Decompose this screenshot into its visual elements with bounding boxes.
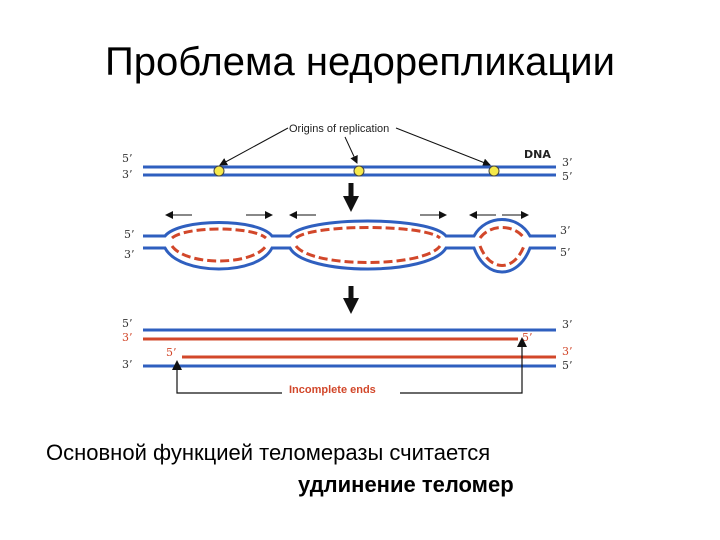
origin-dot-2 bbox=[353, 165, 365, 177]
row3-left-c-label: 3’ bbox=[122, 358, 133, 371]
row1-left-bottom-label: 3’ bbox=[122, 168, 133, 181]
origin-pointer-1 bbox=[219, 127, 289, 166]
caption-line-2: удлинение теломер bbox=[298, 472, 514, 497]
row2-right-bottom-label: 5’ bbox=[560, 246, 571, 259]
row1-right-bottom-label: 5’ bbox=[562, 170, 573, 183]
row1-left-top-label: 5’ bbox=[122, 152, 133, 165]
row3-inner-left-label: 5’ bbox=[166, 346, 177, 359]
down-arrow-1 bbox=[343, 196, 359, 212]
slide-title: Проблема недорепликации bbox=[105, 40, 615, 84]
row2-right-top-label: 3’ bbox=[560, 224, 571, 237]
incomplete-right-bracket bbox=[400, 343, 523, 394]
new-strands bbox=[170, 226, 526, 267]
incomplete-right-arrowhead bbox=[517, 337, 527, 347]
row3-right-a-label: 3’ bbox=[562, 318, 573, 331]
row2-left-top-label: 5’ bbox=[124, 228, 135, 241]
origins-of-replication-label: Origins of replication bbox=[289, 123, 389, 135]
row3-right-c-label: 5’ bbox=[562, 359, 573, 372]
row3-right-b-label: 3’ bbox=[562, 345, 573, 358]
down-arrow-2 bbox=[343, 298, 359, 314]
incomplete-left-bracket bbox=[176, 366, 282, 394]
parental-strands bbox=[143, 218, 556, 274]
origin-pointer-2 bbox=[344, 136, 358, 164]
row3-left-a-label: 5’ bbox=[122, 317, 133, 330]
row3-inner-right-label: 5’ bbox=[522, 331, 533, 344]
incomplete-left-arrowhead bbox=[172, 360, 182, 370]
origin-dot-3 bbox=[488, 165, 500, 177]
incomplete-ends-label: Incomplete ends bbox=[289, 384, 376, 396]
row2-left-bottom-label: 3’ bbox=[124, 248, 135, 261]
row1-right-top-label: 3’ bbox=[562, 156, 573, 169]
origin-dot-1 bbox=[213, 165, 225, 177]
caption-line-1: Основной функцией теломеразы считается bbox=[46, 440, 491, 465]
row3-left-b-label: 3’ bbox=[122, 331, 133, 344]
dna-label: DNA bbox=[524, 148, 551, 161]
origin-pointer-3 bbox=[395, 127, 491, 167]
